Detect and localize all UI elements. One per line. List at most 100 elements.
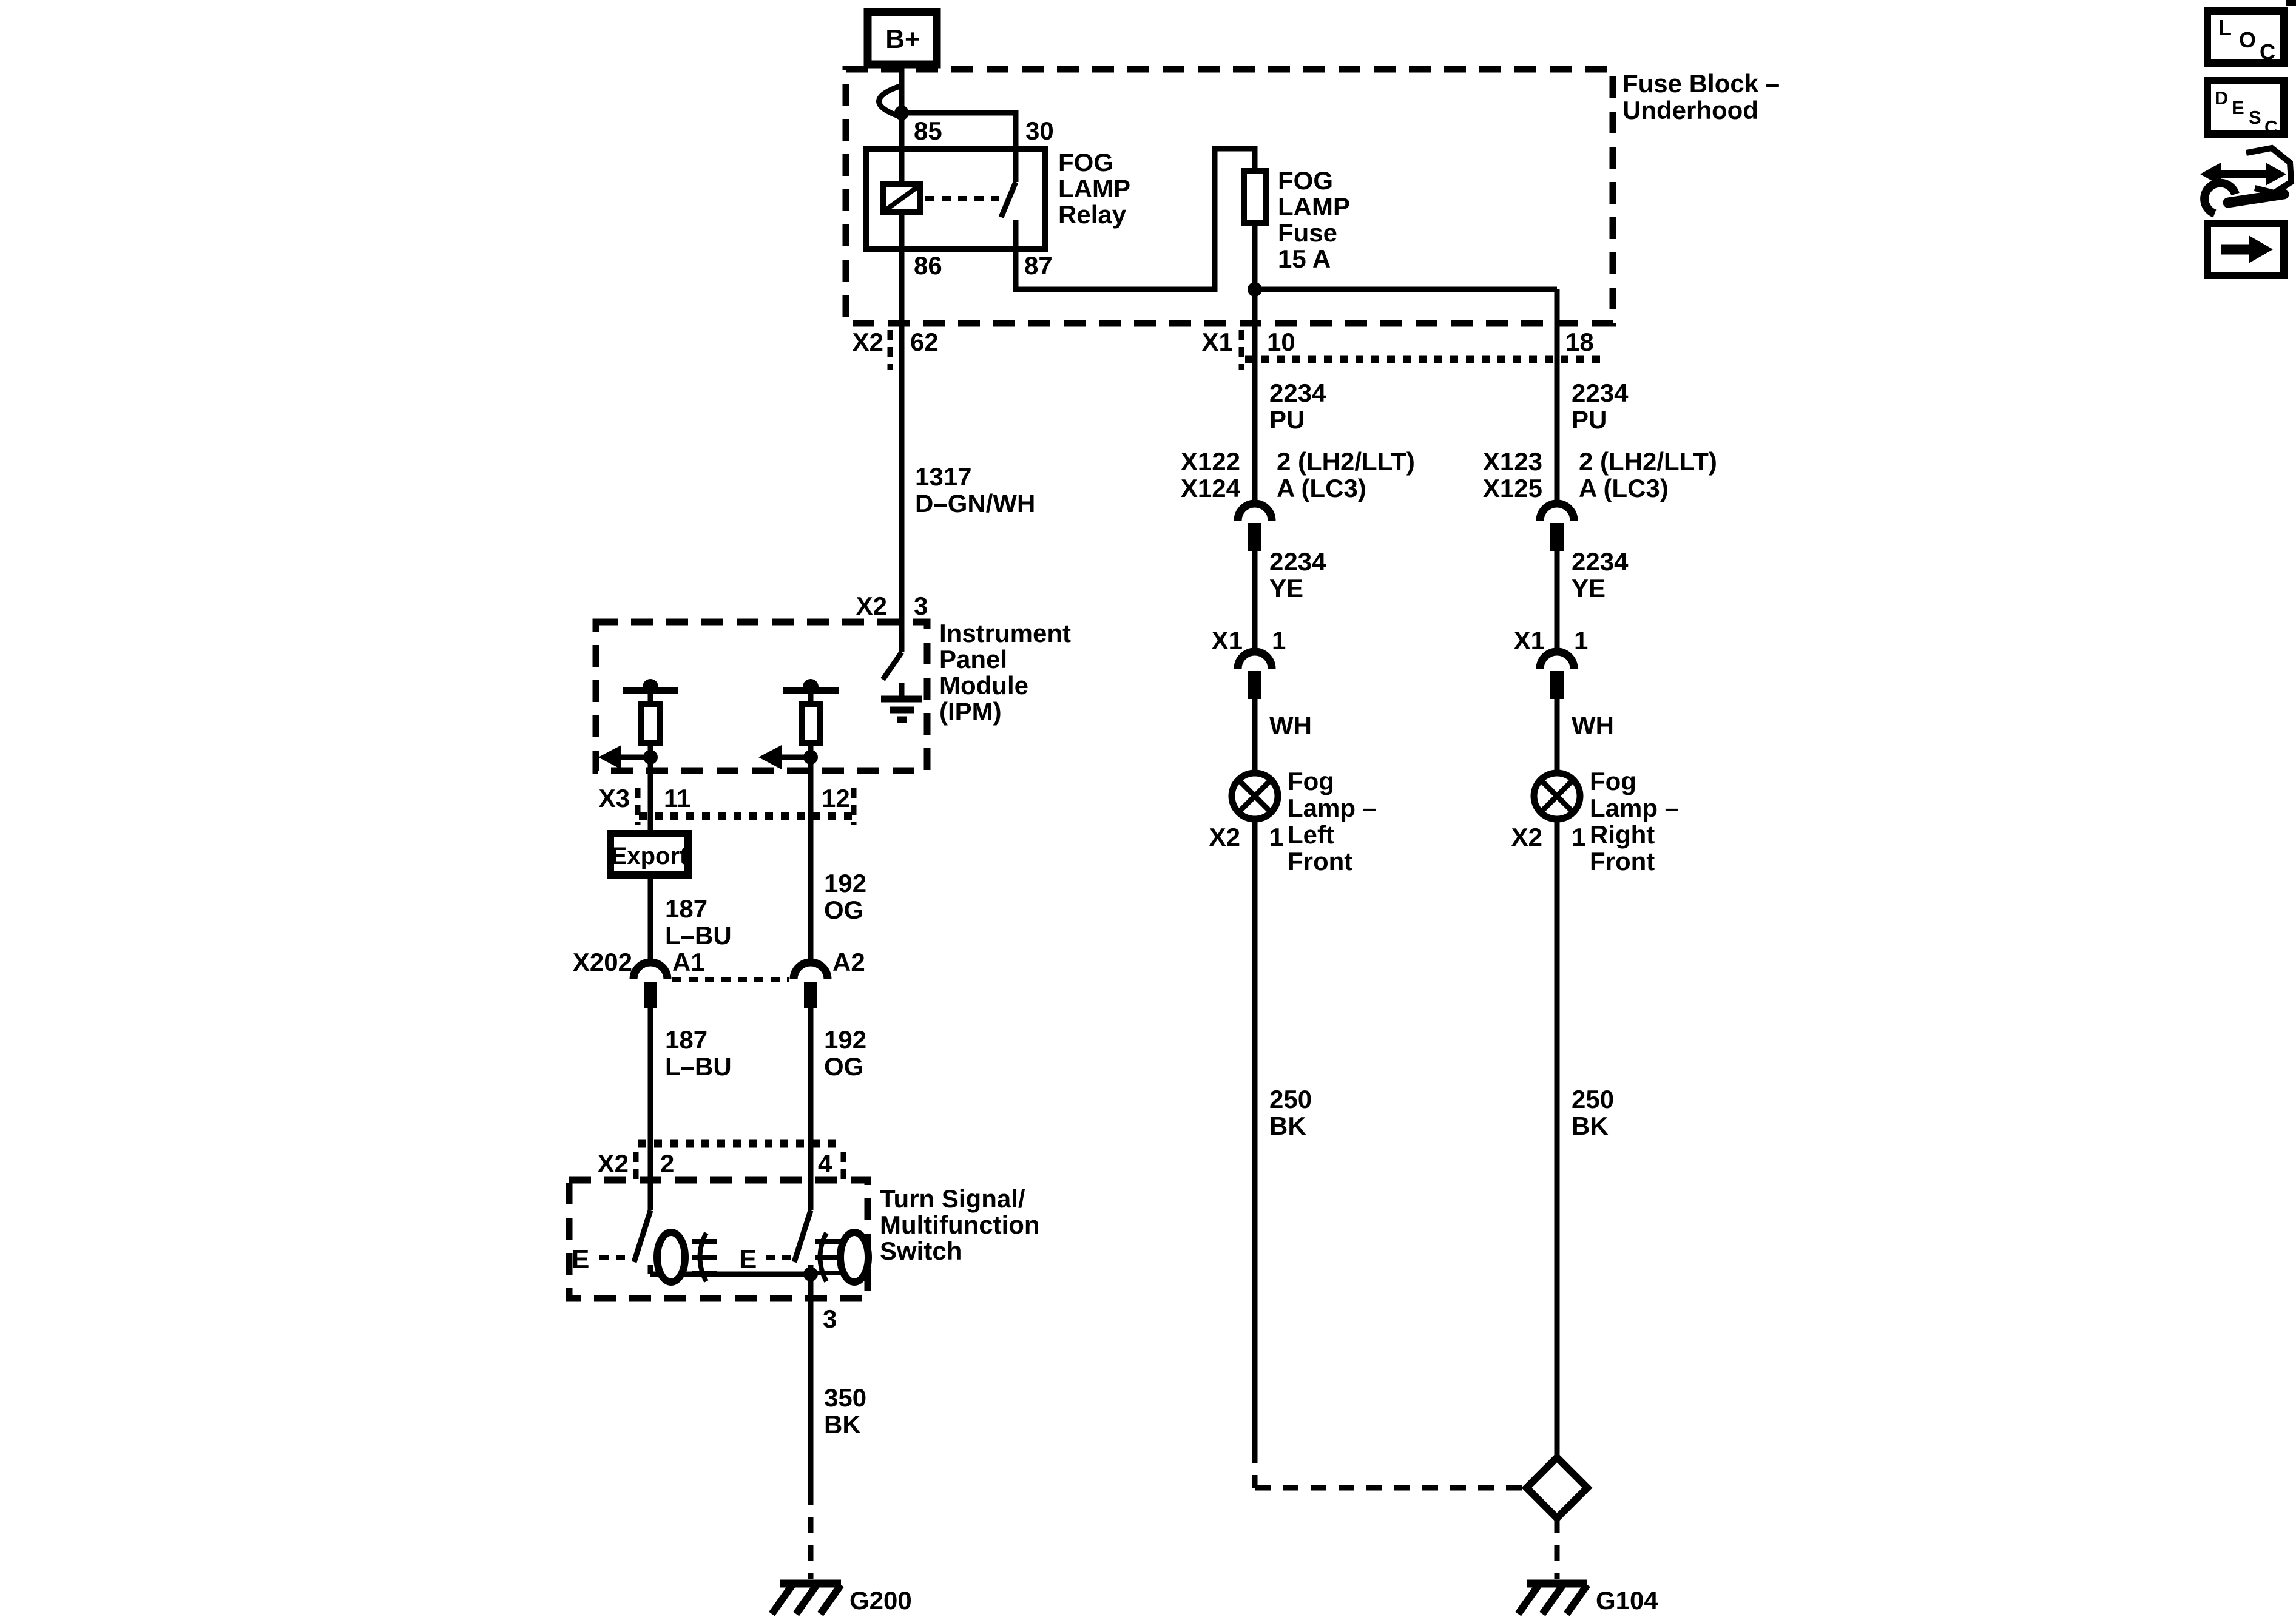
loc-box[interactable] (2204, 7, 2288, 67)
fog-lamp-relay: 85 30 86 87 FOG LAMP Relay (863, 116, 1130, 280)
pin-18: 18 (1565, 328, 1594, 356)
junction-dot (803, 1267, 818, 1281)
wire-color: BK (1572, 1112, 1609, 1140)
ground-label-g104: G104 (1596, 1586, 1658, 1615)
inline-connector-icon (1234, 499, 1276, 521)
conn-pin-1: 2 (LH2/LLT) (1579, 447, 1717, 476)
wire-circuit: 2234 (1269, 547, 1326, 576)
export-and-x202: Export 187 L–BU 192 OG X202 A1 A2 187 L–… (573, 830, 866, 1081)
ipm-resistor-left (598, 679, 678, 769)
fuse-name-line2: LAMP (1278, 192, 1350, 221)
conn-pin: 1 (1272, 626, 1286, 655)
pin-conn: X2 (1209, 823, 1240, 851)
double-arrow-right-head (2266, 163, 2286, 186)
junction-dot (1248, 282, 1262, 297)
switch-name-line3: Switch (880, 1237, 962, 1265)
side-toolbar: L O C D E S C (2200, 0, 2296, 279)
pin-10: 10 (1267, 328, 1295, 356)
fog-symbol-left-icon (653, 1229, 717, 1286)
ground-slash (817, 1582, 844, 1616)
beam-curve (697, 1232, 709, 1283)
conn-name: X1 (1514, 626, 1545, 655)
export-label: Export (611, 843, 688, 869)
wire-circuit: 192 (824, 1025, 866, 1054)
conn-name: X2 (598, 1149, 629, 1178)
fuse-block-underhood: Fuse Block – Underhood 85 30 86 87 FOG L… (842, 66, 1780, 370)
wire-circuit: 250 (1572, 1085, 1614, 1113)
inline-connector-icon (1536, 499, 1578, 521)
ground-slash (769, 1582, 795, 1616)
fuse-name-line3: Fuse (1278, 218, 1337, 247)
conn-name-1: X123 (1483, 447, 1542, 476)
desc-box[interactable] (2204, 77, 2288, 138)
left-arrow-icon (598, 745, 621, 769)
relay-pin-85: 85 (914, 116, 942, 145)
wrench-head (2200, 178, 2240, 218)
corner-mark (2286, 0, 2296, 6)
lamp-name-line1: Fog (1288, 767, 1334, 795)
inline-connector-icon (1536, 647, 1578, 669)
switch-name-line2: Multifunction (880, 1210, 1040, 1239)
connector-terminal-bar (1550, 523, 1564, 551)
pin-conn: X2 (856, 592, 887, 620)
loc-letter-o: O (2239, 27, 2256, 52)
pin-2: 2 (660, 1149, 674, 1178)
pin-a1: A1 (672, 948, 705, 976)
wire-color: BK (1269, 1112, 1306, 1140)
wire-circuit: 350 (824, 1383, 866, 1412)
conn-name-2: X124 (1181, 474, 1241, 502)
inline-connector-icon (1234, 647, 1276, 669)
ipm-name-line1: Instrument (939, 619, 1071, 647)
pin-num: 3 (914, 592, 928, 620)
wire-circuit: 192 (824, 869, 866, 897)
wire-color-wh: WH (1572, 711, 1614, 740)
wire-color: L–BU (665, 921, 732, 950)
ground-label-g200: G200 (849, 1586, 912, 1615)
ipm-border (592, 618, 931, 774)
wire-color-wh: WH (1269, 711, 1312, 740)
next-page-button[interactable] (2204, 220, 2288, 279)
fog-lamp-right-icon (1530, 769, 1584, 823)
wire-color: YE (1269, 574, 1303, 603)
switch-blade-left (631, 1209, 653, 1263)
ground-g200-icon (769, 1579, 844, 1616)
bplus-entry-hook-icon (876, 83, 901, 120)
connector-terminal-bar (644, 982, 657, 1008)
lens (837, 1229, 872, 1286)
adjust-tools-icon[interactable] (2200, 144, 2295, 218)
instrument-panel-module: Instrument Panel Module (IPM) (592, 618, 1071, 825)
junction-dot (803, 750, 818, 765)
pin-12: 12 (822, 784, 850, 812)
lamp-name-line4: Front (1288, 847, 1352, 876)
wrench-handle (2223, 189, 2289, 208)
wire-circuit: 2234 (1572, 547, 1629, 576)
desc-letter-d: D (2215, 87, 2228, 109)
lamp-name-line1: Fog (1590, 767, 1636, 795)
relay-name-line1: FOG (1058, 148, 1113, 177)
pin-conn: X2 (1511, 823, 1542, 851)
pin-62: 62 (910, 328, 939, 356)
beam-curve (817, 1232, 829, 1283)
fuse-block-name-line2: Underhood (1622, 96, 1758, 124)
ipm-name-line2: Panel (939, 645, 1007, 673)
wires (647, 64, 1560, 1579)
loc-button[interactable]: L O C (2204, 7, 2288, 67)
wire-circuit: 2234 (1269, 379, 1326, 407)
desc-button[interactable]: D E S C (2204, 77, 2288, 138)
relay-pin-86: 86 (914, 251, 942, 280)
fog-lamp-fuse: FOG LAMP Fuse 15 A (1241, 166, 1350, 273)
splice-diamond-icon (1521, 1452, 1593, 1524)
switch-e-left: E (572, 1244, 589, 1274)
ipm-switch-blade (880, 650, 904, 681)
bplus-box (863, 8, 941, 69)
fog-symbol-right-icon (815, 1229, 872, 1286)
lamp-x-stroke (1236, 777, 1274, 815)
pin-4: 4 (818, 1149, 832, 1178)
fuse-block-pins: X2 62 X1 10 18 (853, 328, 1608, 370)
junction-dot (643, 750, 658, 765)
wire-ipm-resistor-stubs (647, 693, 814, 775)
wire-circuit: 187 (665, 894, 707, 923)
junction-dot (894, 106, 909, 120)
wire-color: BK (824, 1410, 861, 1439)
inline-connector-icon (789, 958, 832, 980)
